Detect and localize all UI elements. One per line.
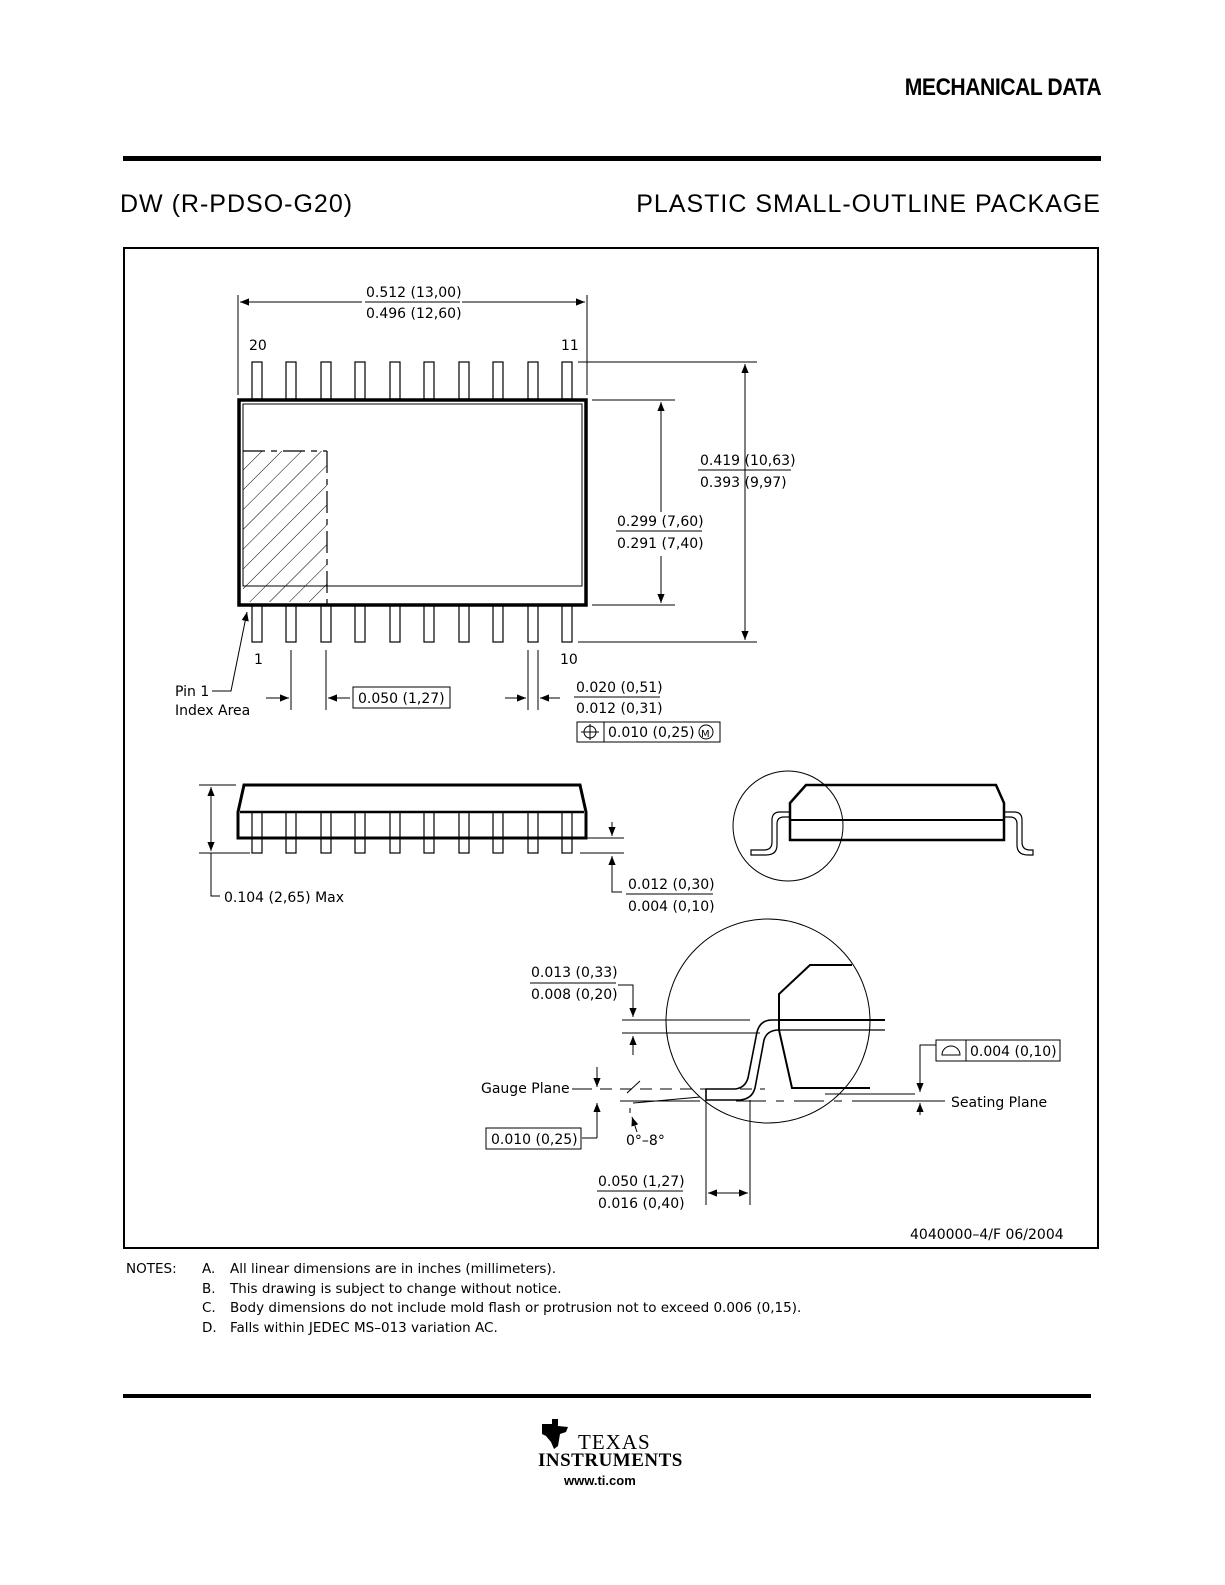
package-code: DW (R-PDSO-G20) (120, 190, 354, 218)
header-rule (123, 156, 1101, 161)
side-leads (251, 811, 573, 854)
overall-width-max-label: 0.419 (10,63) (700, 453, 796, 469)
standoff-min-label: 0.004 (0,10) (628, 899, 715, 915)
ti-state-icon (542, 1419, 568, 1449)
drawing-id: 4040000–4/F 06/2004 (910, 1227, 1064, 1243)
lower-leads (251, 604, 573, 643)
pitch-label: 0.050 (1,27) (358, 691, 445, 707)
lead-width-min-label: 0.012 (0,31) (576, 701, 663, 717)
position-tolerance-label: 0.010 (0,25) (608, 725, 695, 741)
drawing-frame (123, 247, 1099, 1249)
note-item: A.All linear dimensions are in inches (m… (202, 1261, 557, 1277)
website-link[interactable]: www.ti.com (564, 1473, 636, 1488)
coplanarity-label: 0.004 (0,10) (970, 1044, 1057, 1060)
lead-thickness-max-label: 0.013 (0,33) (531, 965, 618, 981)
notes-label: NOTES: (126, 1261, 177, 1277)
pin-1-label: 1 (254, 652, 263, 668)
logo-word-instruments: INSTRUMENTS (538, 1450, 683, 1471)
top-view (212, 295, 791, 743)
pin1-index-label-line2: Index Area (175, 703, 250, 719)
length-max-label: 0.512 (13,00) (366, 285, 462, 301)
pin-20-label: 20 (249, 338, 267, 354)
pin1-index-label-line1: Pin 1 (175, 684, 209, 700)
height-max-label: 0.104 (2,65) Max (224, 890, 344, 906)
note-item: D.Falls within JEDEC MS–013 variation AC… (202, 1319, 498, 1336)
foot-length-min-label: 0.016 (0,40) (598, 1196, 685, 1212)
body-width-max-label: 0.299 (7,60) (617, 514, 704, 530)
side-view (199, 783, 713, 897)
standoff-max-label: 0.012 (0,30) (628, 877, 715, 893)
pin-11-label: 11 (561, 338, 579, 354)
detail-view (485, 918, 1061, 1205)
body-width-min-label: 0.291 (7,40) (617, 536, 704, 552)
gauge-value-label: 0.010 (0,25) (491, 1132, 578, 1148)
upper-leads (251, 361, 573, 400)
note-item: B.This drawing is subject to change with… (202, 1280, 562, 1297)
seating-plane-label: Seating Plane (951, 1095, 1047, 1111)
lead-width-max-label: 0.020 (0,51) (576, 680, 663, 696)
page-section-title: MECHANICAL DATA (904, 74, 1102, 101)
position-modifier-label: M (701, 729, 710, 740)
footer-rule (123, 1394, 1091, 1398)
pin-10-label: 10 (560, 652, 578, 668)
angle-label: 0°–8° (626, 1133, 665, 1149)
gauge-plane-label: Gauge Plane (481, 1081, 570, 1097)
lead-thickness-min-label: 0.008 (0,20) (531, 987, 618, 1003)
ti-logo: TEXAS INSTRUMENTS www.ti.com (538, 1418, 688, 1488)
package-name: PLASTIC SMALL-OUTLINE PACKAGE (636, 190, 1101, 218)
logo-word-texas: TEXAS (578, 1430, 651, 1454)
end-view (732, 770, 1034, 882)
foot-length-max-label: 0.050 (1,27) (598, 1174, 685, 1190)
overall-width-min-label: 0.393 (9,97) (700, 475, 787, 491)
note-item: C.Body dimensions do not include mold fl… (202, 1300, 802, 1316)
length-min-label: 0.496 (12,60) (366, 306, 462, 322)
